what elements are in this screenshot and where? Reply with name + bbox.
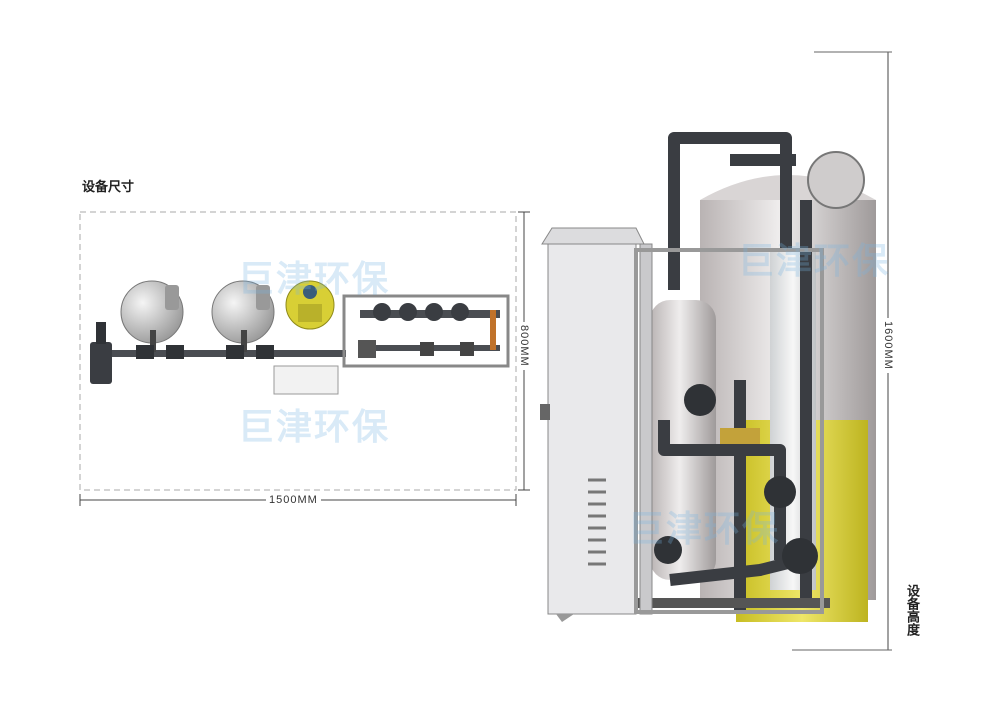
dosing-tank-top	[285, 280, 335, 330]
top-view	[79, 211, 530, 506]
main-pipe	[100, 350, 346, 357]
footprint-dashed-box	[79, 211, 517, 491]
equipment-frame	[634, 248, 824, 614]
equipment-size-title: 设备尺寸	[82, 180, 135, 195]
pump	[90, 342, 112, 384]
activated-carbon-column	[650, 300, 716, 580]
cabinet-top	[273, 365, 339, 395]
front-view	[540, 51, 892, 651]
watermark: 巨津环保	[238, 407, 391, 448]
filter-tank-2	[211, 280, 275, 359]
watermark: 巨津环保	[738, 241, 891, 282]
control-frame	[342, 294, 510, 368]
watermark: 巨津环保	[628, 509, 781, 550]
width-dimension-label: 1500MM	[266, 494, 321, 506]
depth-dimension-label: 800MM	[518, 322, 530, 370]
height-dimension-label: 1600MM	[882, 318, 894, 373]
cabinet-handle	[540, 404, 550, 420]
equipment-height-title: 设备高度	[904, 584, 919, 636]
filter-tank-1	[120, 280, 184, 359]
control-cabinet	[540, 227, 653, 622]
cabinet-vents	[588, 478, 606, 566]
watermark: 巨津环保	[238, 259, 391, 300]
